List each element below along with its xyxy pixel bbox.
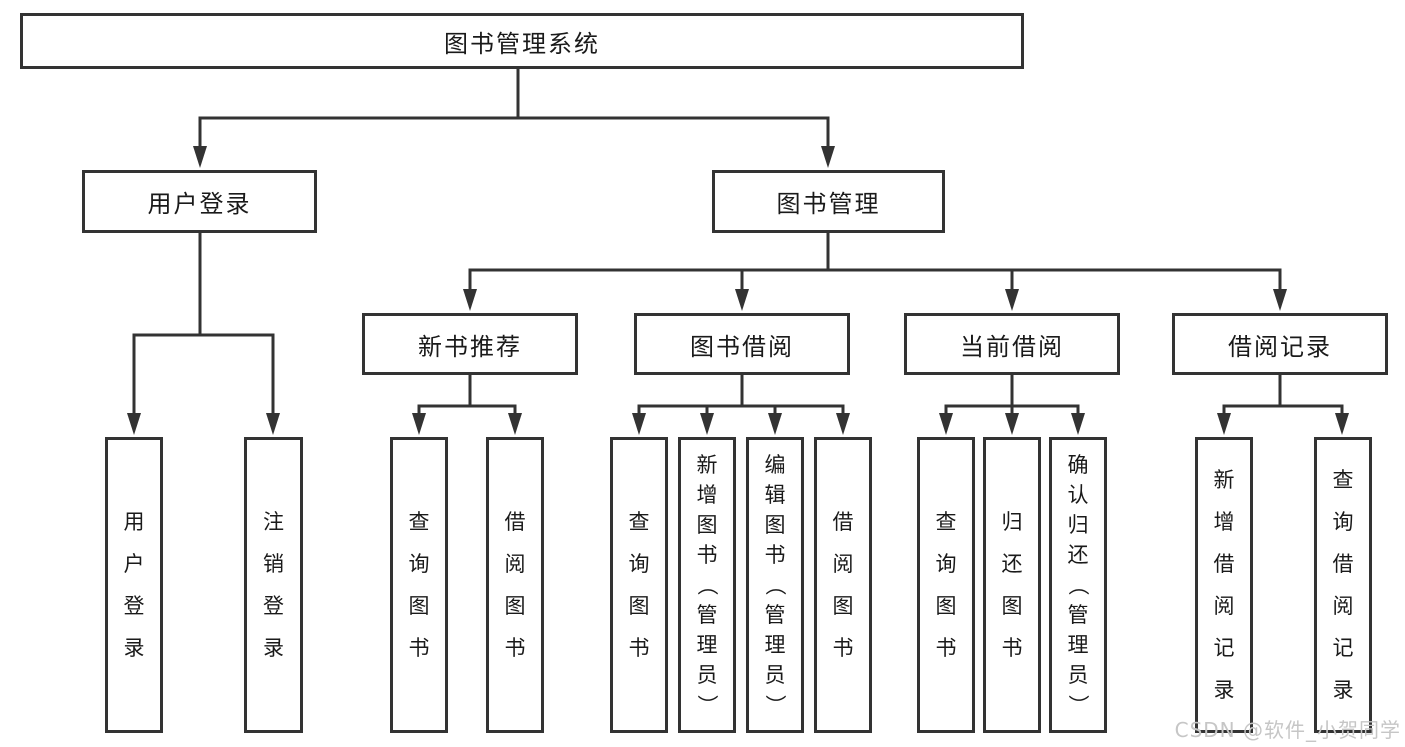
leaf-current-confirm-return-admin: 确认归还（管理员） bbox=[1049, 437, 1107, 733]
node-label: 用户登录 bbox=[123, 510, 145, 660]
node-label: 查询图书 bbox=[935, 510, 957, 660]
node-label: 新增借阅记录 bbox=[1213, 468, 1235, 702]
connector-records-module bbox=[1217, 375, 1349, 435]
leaf-records-add-record: 新增借阅记录 bbox=[1195, 437, 1253, 733]
leaf-user-login: 用户登录 bbox=[105, 437, 163, 733]
node-label: 注销登录 bbox=[263, 510, 284, 660]
node-new-book-recommend: 新书推荐 bbox=[362, 313, 578, 375]
node-label: 借阅图书 bbox=[504, 510, 526, 660]
connector-borrow-module bbox=[632, 375, 850, 435]
node-book-borrow: 图书借阅 bbox=[634, 313, 850, 375]
leaf-current-return-book: 归还图书 bbox=[983, 437, 1041, 733]
leaf-borrow-edit-book-admin: 编辑图书（管理员） bbox=[746, 437, 804, 733]
leaf-recommend-query-book: 查询图书 bbox=[390, 437, 448, 733]
node-label: 编辑图书（管理员） bbox=[763, 453, 787, 716]
node-label: 用户登录 bbox=[147, 190, 252, 218]
node-label: 新增图书（管理员） bbox=[695, 453, 719, 716]
node-label: 借阅记录 bbox=[1228, 332, 1332, 361]
node-label: 图书借阅 bbox=[690, 332, 794, 361]
node-borrow-records: 借阅记录 bbox=[1172, 313, 1388, 375]
connector-recommend-module bbox=[412, 375, 522, 435]
leaf-borrow-add-book-admin: 新增图书（管理员） bbox=[678, 437, 736, 733]
node-label: 归还图书 bbox=[1001, 510, 1023, 660]
connector-user-branch bbox=[127, 233, 280, 435]
connector-current-module bbox=[939, 375, 1085, 435]
leaf-records-query-record: 查询借阅记录 bbox=[1314, 437, 1372, 733]
leaf-borrow-query-book: 查询图书 bbox=[610, 437, 668, 733]
csdn-watermark: CSDN @软件_小贺同学 bbox=[1174, 718, 1401, 742]
node-user-login-branch: 用户登录 bbox=[82, 170, 317, 233]
node-label: 确认归还（管理员） bbox=[1066, 453, 1090, 716]
leaf-recommend-borrow-book: 借阅图书 bbox=[486, 437, 544, 733]
node-library-system-root: 图书管理系统 bbox=[20, 13, 1024, 69]
node-label: 图书管理 bbox=[776, 190, 881, 218]
node-label: 查询图书 bbox=[408, 510, 430, 660]
node-label: 图书管理系统 bbox=[444, 29, 600, 58]
leaf-logout-login: 注销登录 bbox=[244, 437, 303, 733]
node-label: 查询图书 bbox=[628, 510, 650, 660]
leaf-borrow-borrow-book: 借阅图书 bbox=[814, 437, 872, 733]
node-current-borrow: 当前借阅 bbox=[904, 313, 1120, 375]
node-label: 新书推荐 bbox=[418, 332, 522, 361]
node-book-management-branch: 图书管理 bbox=[712, 170, 945, 233]
node-label: 当前借阅 bbox=[960, 332, 1064, 361]
leaf-current-query-book: 查询图书 bbox=[917, 437, 975, 733]
node-label: 查询借阅记录 bbox=[1332, 468, 1354, 702]
connector-book-branch bbox=[463, 233, 1287, 311]
node-label: 借阅图书 bbox=[832, 510, 854, 660]
connector-root-to-level2 bbox=[193, 69, 835, 168]
